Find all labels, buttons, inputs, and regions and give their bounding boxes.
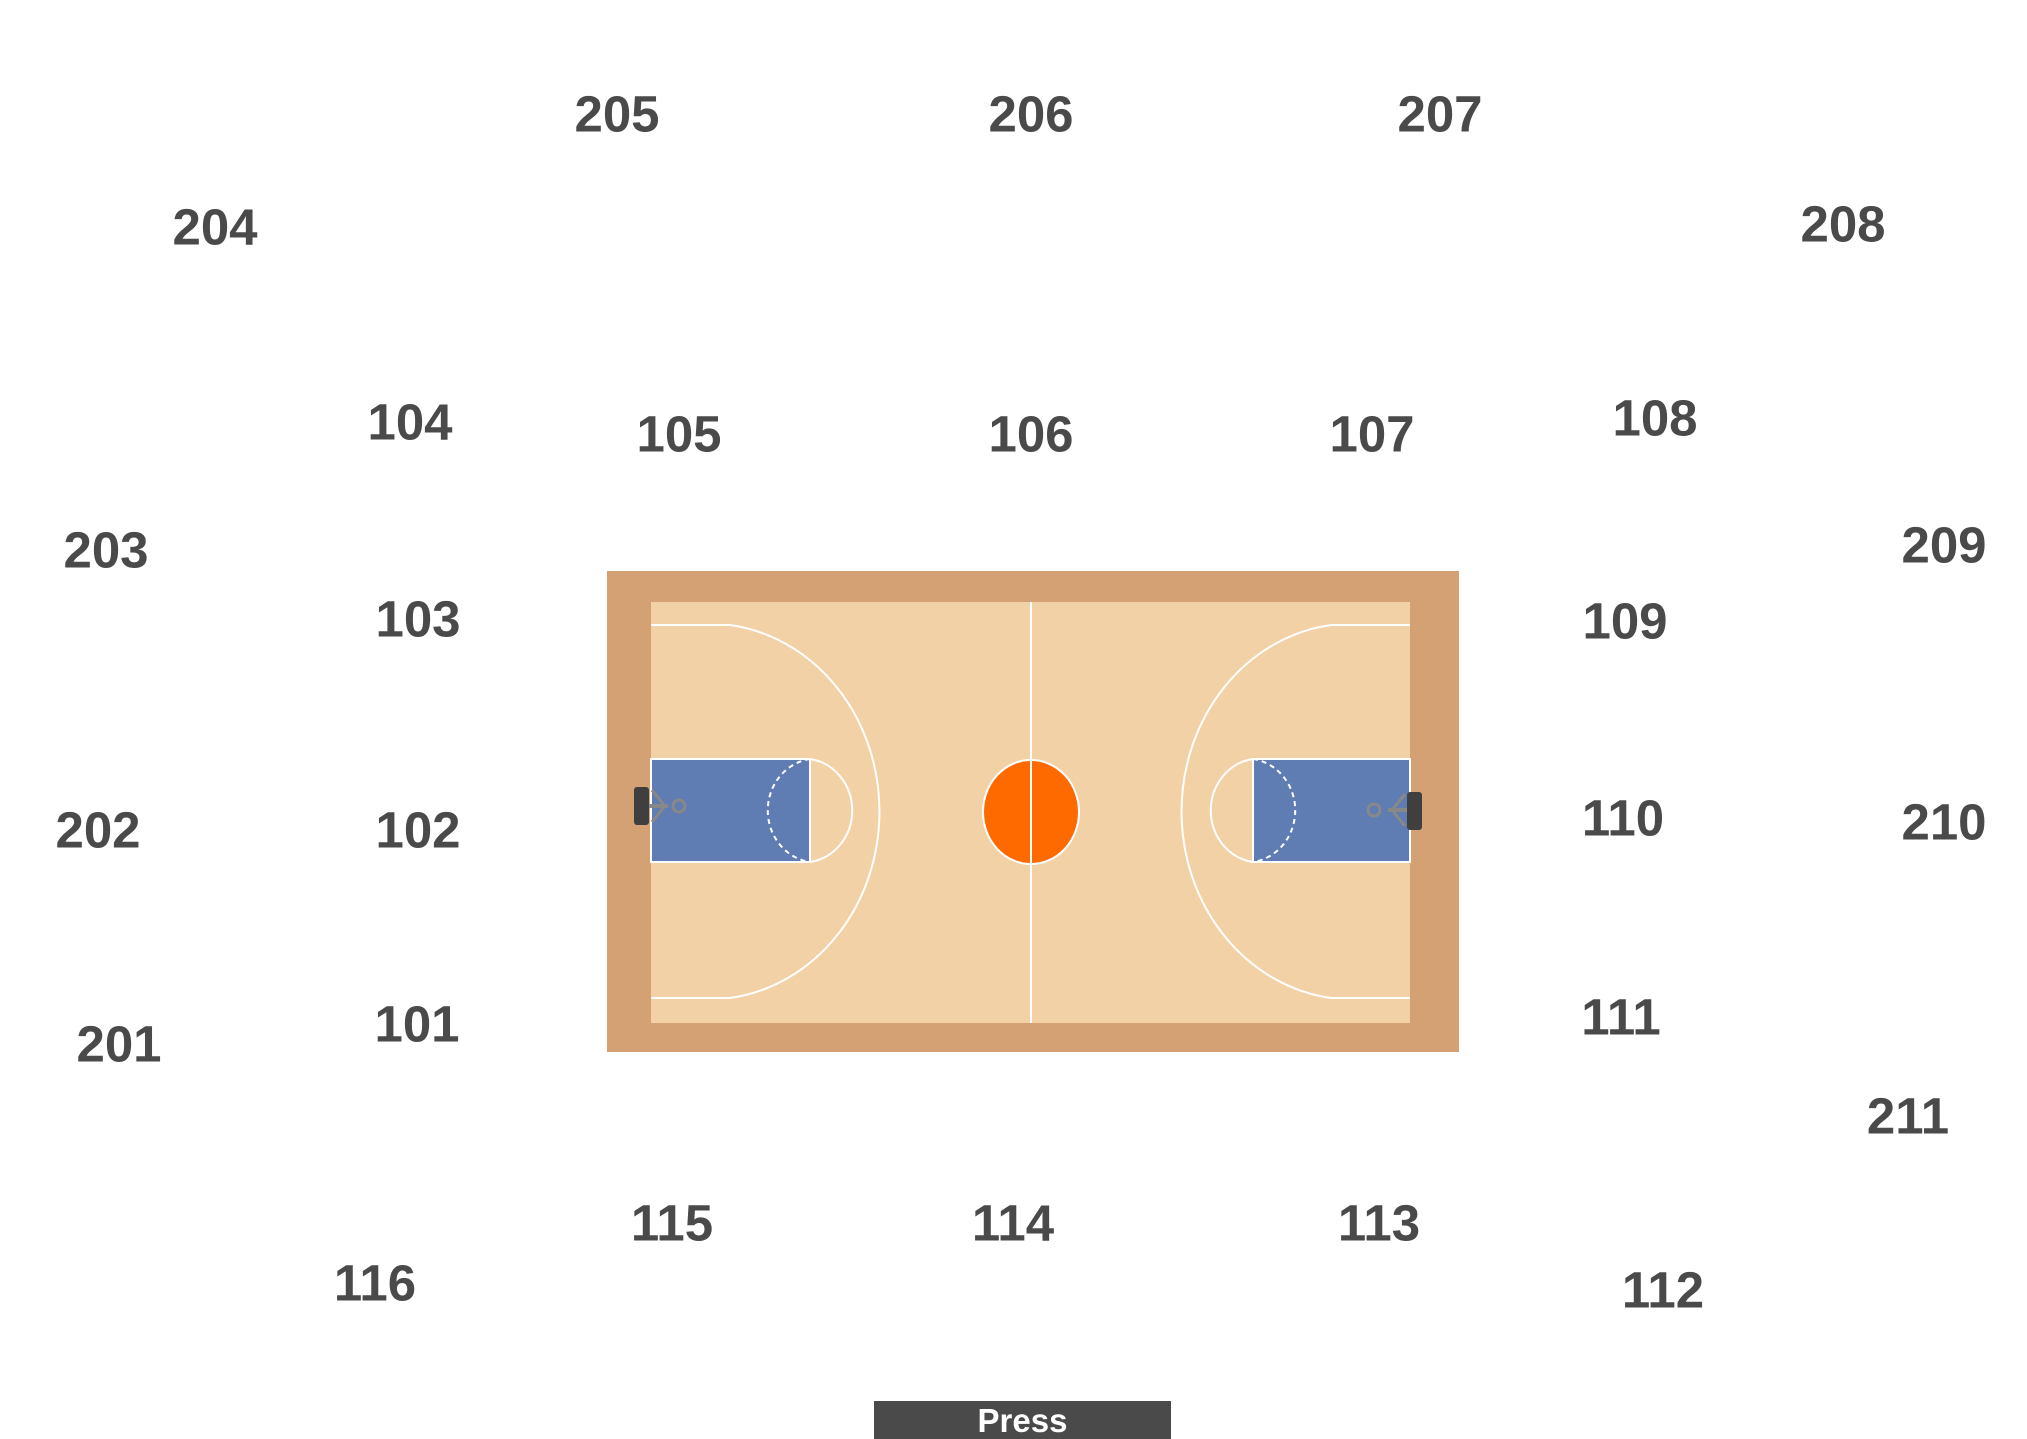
section-114[interactable]: 114 (971, 1194, 1055, 1252)
section-201[interactable]: 201 (76, 1015, 162, 1073)
section-211[interactable]: 211 (1866, 1087, 1950, 1145)
right-three-point-line (1180, 624, 1410, 999)
section-204[interactable]: 204 (172, 198, 258, 256)
left-basket-icon (634, 787, 687, 825)
right-key (1252, 758, 1411, 863)
section-101[interactable]: 101 (374, 995, 460, 1053)
section-206[interactable]: 206 (988, 85, 1074, 143)
section-105[interactable]: 105 (636, 405, 722, 463)
section-109[interactable]: 109 (1582, 592, 1668, 650)
section-110[interactable]: 110 (1581, 789, 1665, 847)
section-209[interactable]: 209 (1901, 516, 1987, 574)
section-104[interactable]: 104 (367, 393, 453, 451)
section-210[interactable]: 210 (1901, 793, 1987, 851)
right-basket-icon (1366, 792, 1422, 830)
section-203[interactable]: 203 (63, 521, 149, 579)
section-207[interactable]: 207 (1397, 85, 1483, 143)
press-area[interactable]: Press (874, 1401, 1171, 1439)
section-108[interactable]: 108 (1612, 389, 1698, 447)
left-free-throw-circle (809, 758, 854, 863)
section-112[interactable]: 112 (1621, 1261, 1705, 1319)
section-115[interactable]: 115 (630, 1194, 714, 1252)
section-111[interactable]: 111 (1581, 988, 1661, 1046)
section-116[interactable]: 116 (333, 1254, 417, 1312)
section-208[interactable]: 208 (1800, 195, 1886, 253)
right-free-throw-circle (1209, 758, 1254, 863)
section-102[interactable]: 102 (375, 801, 461, 859)
section-113[interactable]: 113 (1337, 1194, 1421, 1252)
right-free-throw-circle-dashed (1252, 758, 1297, 863)
left-three-point-line (651, 624, 881, 999)
section-106[interactable]: 106 (988, 405, 1074, 463)
section-202[interactable]: 202 (55, 801, 141, 859)
section-205[interactable]: 205 (574, 85, 660, 143)
section-103[interactable]: 103 (375, 590, 461, 648)
left-free-throw-circle-dashed (766, 758, 811, 863)
section-107[interactable]: 107 (1329, 405, 1415, 463)
